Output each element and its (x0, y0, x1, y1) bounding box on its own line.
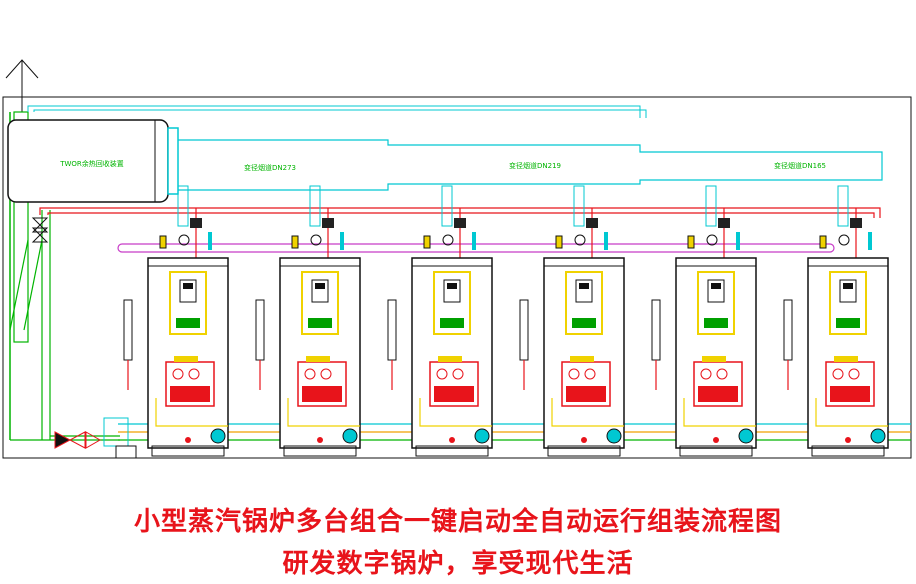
level-gauge-icon (255, 299, 265, 390)
flue-header-label-3: 变径烟道DN165 (774, 161, 826, 170)
flue-header-label-1: 变径烟道DN273 (244, 163, 296, 172)
valve-cluster-icon (159, 218, 212, 250)
flue-header-cyan (178, 139, 883, 191)
inlet-valve-icon (54, 431, 102, 449)
level-gauge-icon (519, 299, 529, 390)
boiler-unit-4 (519, 185, 625, 457)
feed-pump-icon (474, 428, 490, 444)
waste-heat-recovery-unit (7, 119, 179, 203)
recovery-unit-label: TWOR余热回收装置 (59, 159, 124, 168)
feed-pump-icon (738, 428, 754, 444)
feed-pump-icon (606, 428, 622, 444)
valve-cluster-icon (555, 218, 608, 250)
control-panel-icon (697, 271, 735, 335)
valve-cluster-icon (423, 218, 476, 250)
level-gauge-icon (651, 299, 661, 390)
control-panel-icon (829, 271, 867, 335)
boiler-unit-1 (123, 185, 229, 457)
burner-icon (825, 356, 875, 407)
exhaust-arrow (5, 59, 39, 112)
feed-pump-icon (342, 428, 358, 444)
boiler-group (123, 185, 889, 457)
feed-pump-icon (210, 428, 226, 444)
level-gauge-icon (387, 299, 397, 390)
burner-icon (429, 356, 479, 407)
level-gauge-icon (123, 299, 133, 390)
feed-pump-icon (870, 428, 886, 444)
top-green-pipe (27, 105, 647, 118)
boiler-unit-2 (255, 185, 361, 457)
boiler-unit-6 (783, 185, 889, 457)
diagram-frame (2, 96, 912, 459)
burner-icon (693, 356, 743, 407)
boiler-unit-3 (387, 185, 493, 457)
control-panel-icon (565, 271, 603, 335)
valve-cluster-icon (687, 218, 740, 250)
burner-icon (561, 356, 611, 407)
caption-slogan: 研发数字锅炉，享受现代生活 (282, 549, 634, 579)
valve-cluster-icon (291, 218, 344, 250)
control-panel-icon (301, 271, 339, 335)
bottom-water-lines (118, 423, 911, 441)
flue-header-label-2: 变径烟道DN219 (509, 161, 561, 170)
caption-title: 小型蒸汽锅炉多台组合一键启动全自动运行组装流程图 (133, 507, 782, 537)
feed-pump-station (103, 417, 137, 459)
valve-cluster-icon (819, 218, 872, 250)
control-panel-icon (169, 271, 207, 335)
chimney-valve-icon (31, 217, 49, 243)
boiler-unit-5 (651, 185, 757, 457)
burner-icon (165, 356, 215, 407)
burner-icon (297, 356, 347, 407)
control-panel-icon (433, 271, 471, 335)
level-gauge-icon (783, 299, 793, 390)
